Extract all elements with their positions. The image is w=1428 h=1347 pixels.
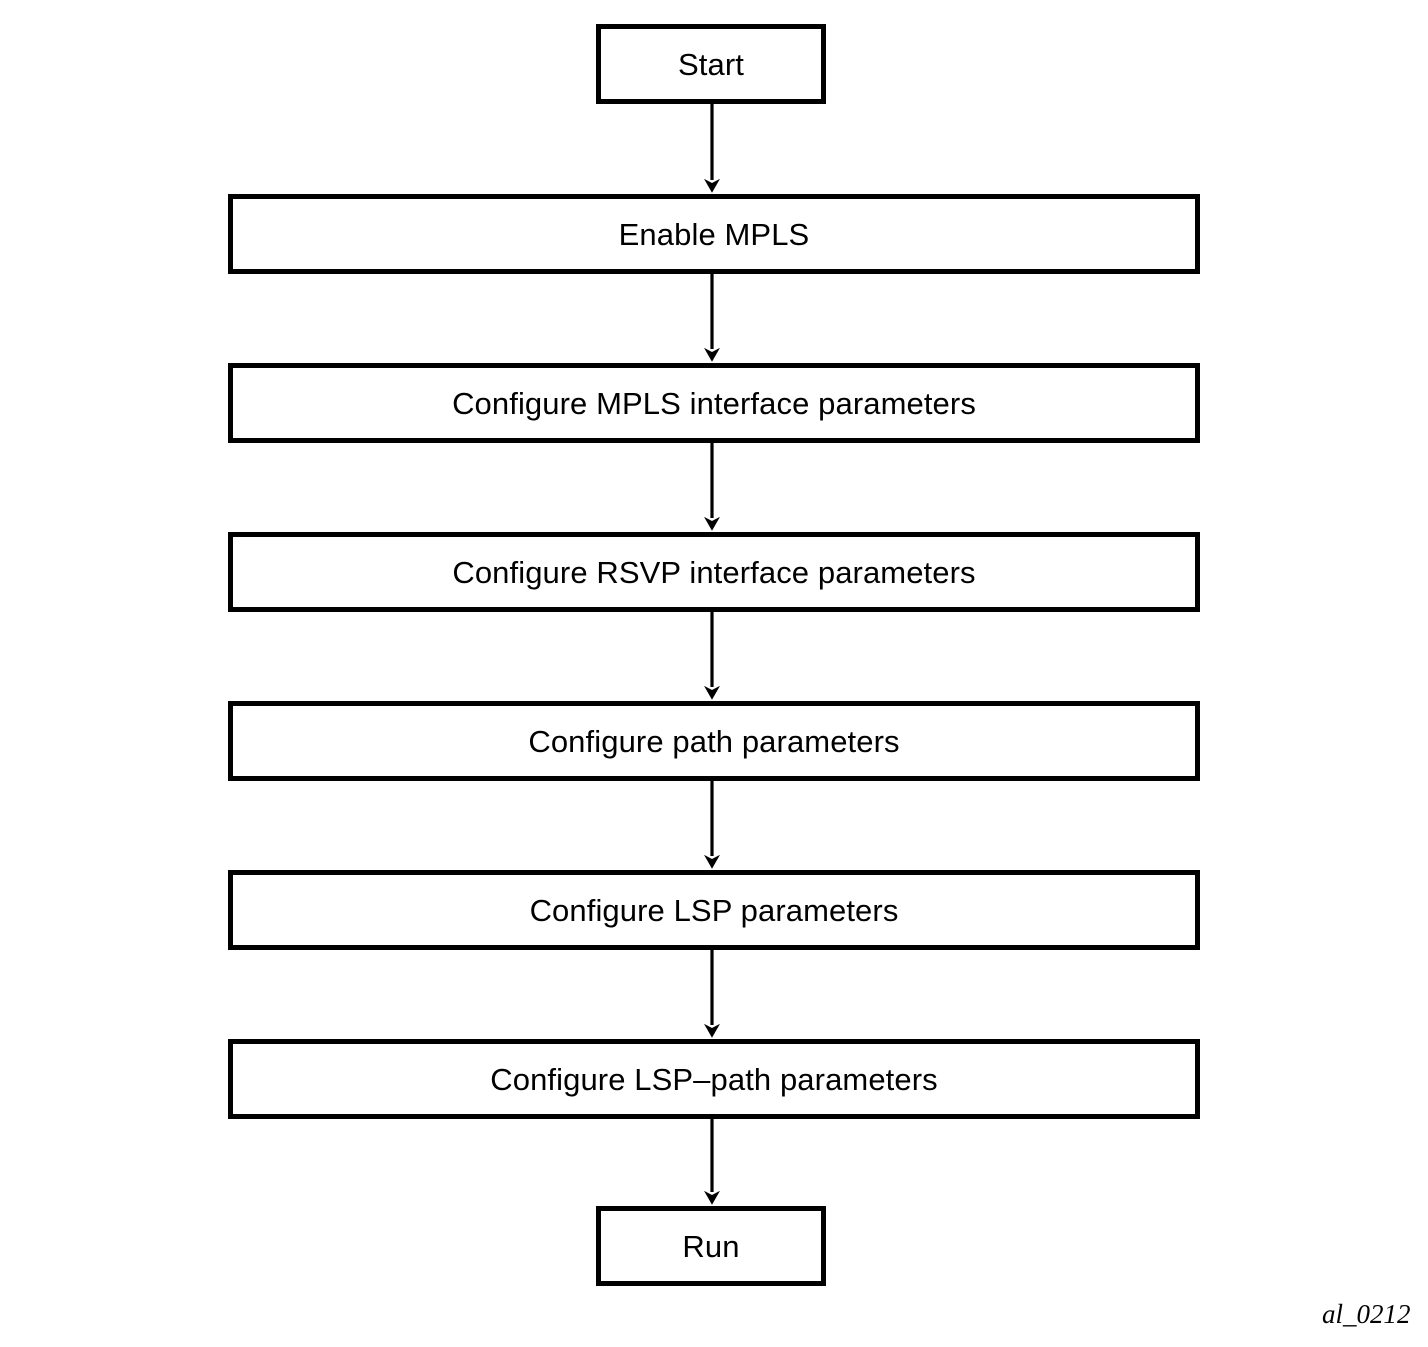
node-enable-mpls[interactable]: Enable MPLS [228, 194, 1200, 274]
node-configure-lsp-path-label: Configure LSP–path parameters [490, 1061, 938, 1097]
node-configure-lsp[interactable]: Configure LSP parameters [228, 870, 1200, 950]
node-configure-rsvp-interface[interactable]: Configure RSVP interface parameters [228, 532, 1200, 612]
node-run[interactable]: Run [596, 1206, 826, 1286]
node-configure-path[interactable]: Configure path parameters [228, 701, 1200, 781]
node-configure-path-label: Configure path parameters [528, 723, 900, 759]
node-configure-lsp-path[interactable]: Configure LSP–path parameters [228, 1039, 1200, 1119]
node-configure-mpls-interface-label: Configure MPLS interface parameters [452, 385, 976, 421]
figure-caption: al_0212 [1322, 1299, 1411, 1329]
node-run-label: Run [682, 1228, 740, 1264]
node-configure-rsvp-interface-label: Configure RSVP interface parameters [452, 554, 976, 590]
node-start-label: Start [678, 46, 744, 82]
node-configure-mpls-interface[interactable]: Configure MPLS interface parameters [228, 363, 1200, 443]
node-enable-mpls-label: Enable MPLS [618, 216, 810, 252]
node-start[interactable]: Start [596, 24, 826, 104]
node-configure-lsp-label: Configure LSP parameters [529, 892, 899, 928]
